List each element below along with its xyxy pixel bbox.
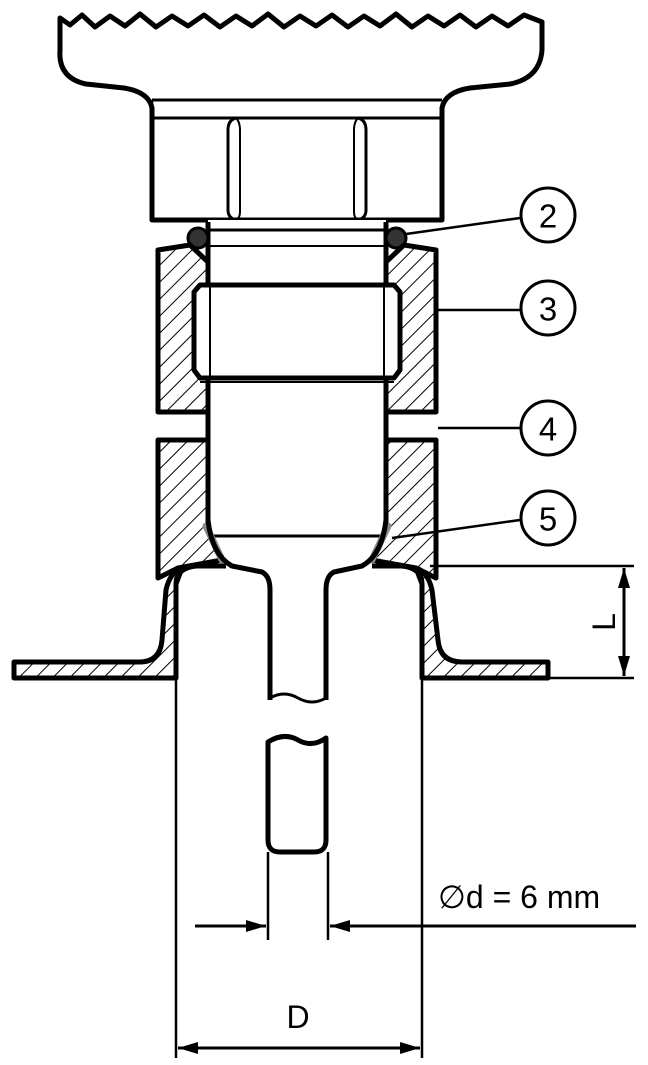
dimension-d: ∅d = 6 mm [195,879,636,932]
dimension-D-label: D [286,999,309,1035]
callout-2-number: 2 [539,198,557,235]
sensor-rod [265,734,330,940]
dimension-L: L [430,564,634,680]
sensor-tip [205,519,389,704]
callout-4: 4 [519,399,577,457]
o-ring [186,226,408,250]
callout-3: 3 [519,279,577,337]
callout-3-number: 3 [539,291,557,328]
dimension-D: D [178,999,420,1054]
callout-5: 5 [519,489,577,547]
callout-5-number: 5 [539,501,557,538]
dimension-d-label: ∅d = 6 mm [438,879,600,915]
callout-leaders [391,216,521,540]
dimension-L-label: L [586,613,622,631]
callout-2: 2 [519,186,577,244]
housing-head [57,11,545,223]
callout-4-number: 4 [539,411,557,448]
tank-wall [11,563,551,1058]
thread-nut [191,282,403,383]
